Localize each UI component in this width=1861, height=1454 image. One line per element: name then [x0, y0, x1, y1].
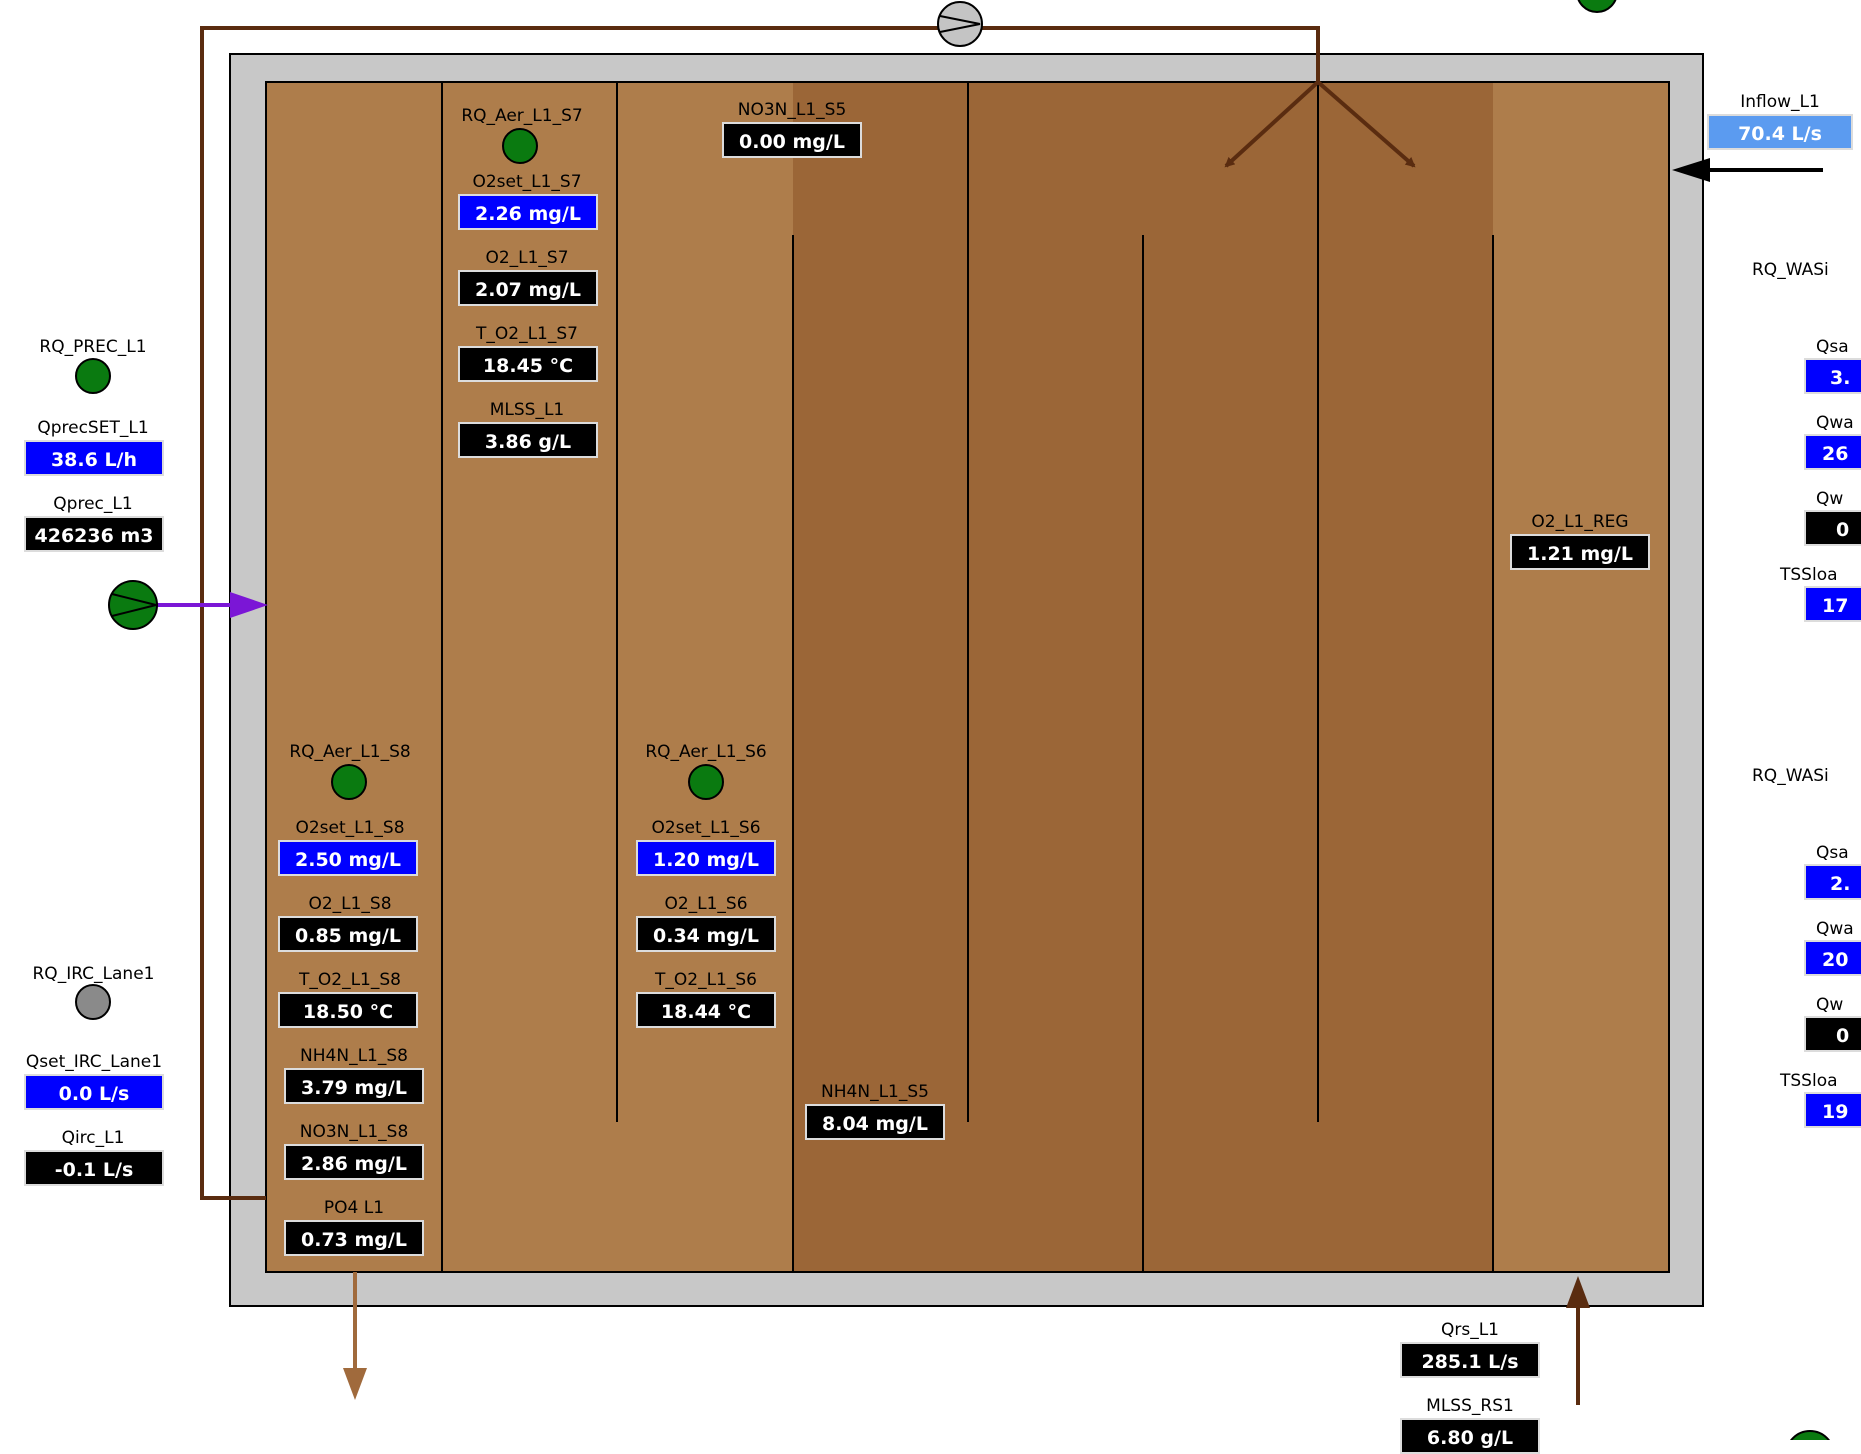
top-right-status-icon[interactable]	[1577, 0, 1617, 13]
irc-status-icon[interactable]	[75, 984, 111, 1020]
s7-o2-label: O2_L1_S7	[485, 248, 569, 268]
corner-pump-icon[interactable]	[1786, 1430, 1834, 1440]
was2-item-label: Qwa	[1816, 919, 1854, 939]
qprec-set-label: QprecSET_L1	[37, 418, 149, 438]
mlss-label: MLSS_L1	[489, 400, 565, 420]
s8-o2set-input[interactable]: 2.50 mg/L	[278, 840, 418, 876]
s8-aer-label: RQ_Aer_L1_S8	[289, 742, 411, 762]
s7-o2set-label: O2set_L1_S7	[472, 172, 582, 192]
s8-no3-value: 2.86 mg/L	[284, 1144, 424, 1180]
return-sludge-arrow-icon	[1566, 1276, 1590, 1308]
s7-temp-value: 18.45 °C	[458, 346, 598, 382]
s7-aer-label: RQ_Aer_L1_S7	[461, 106, 583, 126]
irc-label: RQ_IRC_Lane1	[32, 964, 155, 984]
s7-aer-status-icon[interactable]	[502, 128, 538, 164]
lane-3	[617, 82, 793, 1272]
s8-nh4-value: 3.79 mg/L	[284, 1068, 424, 1104]
dosing-arrow-icon	[230, 592, 268, 618]
s8-temp-label: T_O2_L1_S8	[299, 970, 401, 990]
recirculation-pipe	[200, 26, 1320, 1200]
s7-o2set-input[interactable]: 2.26 mg/L	[458, 194, 598, 230]
s6-o2-label: O2_L1_S6	[664, 894, 748, 914]
was1-item-label: Qwa	[1816, 413, 1854, 433]
lane-6	[1143, 82, 1318, 1272]
s8-o2-value: 0.85 mg/L	[278, 916, 418, 952]
reg-label: O2_L1_REG	[1531, 512, 1629, 532]
lane-7	[1318, 82, 1493, 1272]
s6-temp-value: 18.44 °C	[636, 992, 776, 1028]
qprec-value: 426236 m3	[24, 516, 164, 552]
s8-temp-value: 18.50 °C	[278, 992, 418, 1028]
was1-item-label: Qsa	[1816, 337, 1849, 357]
qrs-label: Qrs_L1	[1440, 1320, 1499, 1340]
s6-o2set-input[interactable]: 1.20 mg/L	[636, 840, 776, 876]
was1-item-input[interactable]: 17	[1804, 586, 1861, 622]
was1-item-input[interactable]: 3.	[1804, 358, 1861, 394]
s8-o2set-label: O2set_L1_S8	[295, 818, 405, 838]
outflow-arrow-icon	[343, 1368, 367, 1400]
s8-o2-label: O2_L1_S8	[308, 894, 392, 914]
split-arrow-right	[1316, 80, 1416, 168]
s5-nh4-value: 8.04 mg/L	[805, 1104, 945, 1140]
was2-item-input[interactable]: 19	[1804, 1092, 1861, 1128]
was1-label: RQ_WASi	[1752, 260, 1829, 280]
split-arrow-left	[1224, 80, 1320, 168]
s7-o2-value: 2.07 mg/L	[458, 270, 598, 306]
qset-irc-input[interactable]: 0.0 L/s	[24, 1074, 164, 1110]
s6-o2set-label: O2set_L1_S6	[651, 818, 761, 838]
lane-5	[968, 82, 1143, 1272]
pump-icon[interactable]	[937, 1, 983, 47]
was1-item-value: 0	[1804, 510, 1861, 546]
mlss-rs-value: 6.80 g/L	[1400, 1418, 1540, 1454]
was2-label: RQ_WASi	[1752, 766, 1829, 786]
was1-item-label: Qw	[1816, 489, 1844, 509]
s6-aer-status-icon[interactable]	[688, 764, 724, 800]
was2-item-value: 0	[1804, 1016, 1861, 1052]
po4-value: 0.73 mg/L	[284, 1220, 424, 1256]
inflow-value: 70.4 L/s	[1707, 114, 1853, 150]
s8-aer-status-icon[interactable]	[331, 764, 367, 800]
prec-label: RQ_PREC_L1	[39, 337, 147, 357]
was-panel-1: RQ_WASi Qsa 3. Qwa 26 Qw 0 TSSloa 17	[1740, 250, 1861, 630]
was2-item-input[interactable]: 20	[1804, 940, 1861, 976]
lane-4	[793, 82, 968, 1272]
s8-no3-label: NO3N_L1_S8	[299, 1122, 409, 1142]
was2-item-input[interactable]: 2.	[1804, 864, 1861, 900]
mlss-rs-label: MLSS_RS1	[1426, 1396, 1514, 1416]
s5-no3-label: NO3N_L1_S5	[737, 100, 847, 120]
was1-item-label: TSSloa	[1780, 565, 1838, 585]
was2-item-label: Qsa	[1816, 843, 1849, 863]
inflow-arrow-icon	[1672, 158, 1710, 182]
qirc-label: Qirc_L1	[61, 1128, 125, 1148]
qrs-value: 285.1 L/s	[1400, 1342, 1540, 1378]
was-panel-2: RQ_WASi Qsa 2. Qwa 20 Qw 0 TSSloa 19	[1740, 756, 1861, 1136]
s5-nh4-label: NH4N_L1_S5	[821, 1082, 929, 1102]
inflow-label: Inflow_L1	[1740, 92, 1820, 112]
s8-nh4-label: NH4N_L1_S8	[300, 1046, 408, 1066]
s6-temp-label: T_O2_L1_S6	[655, 970, 757, 990]
was2-item-label: TSSloa	[1780, 1071, 1838, 1091]
s5-no3-value: 0.00 mg/L	[722, 122, 862, 158]
dosing-pump-icon[interactable]	[108, 580, 158, 630]
qprec-set-input[interactable]: 38.6 L/h	[24, 440, 164, 476]
was2-item-label: Qw	[1816, 995, 1844, 1015]
was1-item-input[interactable]: 26	[1804, 434, 1861, 470]
s6-aer-label: RQ_Aer_L1_S6	[645, 742, 767, 762]
reg-value: 1.21 mg/L	[1510, 534, 1650, 570]
prec-status-icon[interactable]	[75, 358, 111, 394]
qprec-label: Qprec_L1	[53, 494, 133, 514]
s6-o2-value: 0.34 mg/L	[636, 916, 776, 952]
qirc-value: -0.1 L/s	[24, 1150, 164, 1186]
lane-reg	[1493, 82, 1669, 1272]
qset-irc-label: Qset_IRC_Lane1	[25, 1052, 163, 1072]
po4-label: PO4 L1	[323, 1198, 385, 1218]
s7-temp-label: T_O2_L1_S7	[476, 324, 578, 344]
mlss-value: 3.86 g/L	[458, 422, 598, 458]
